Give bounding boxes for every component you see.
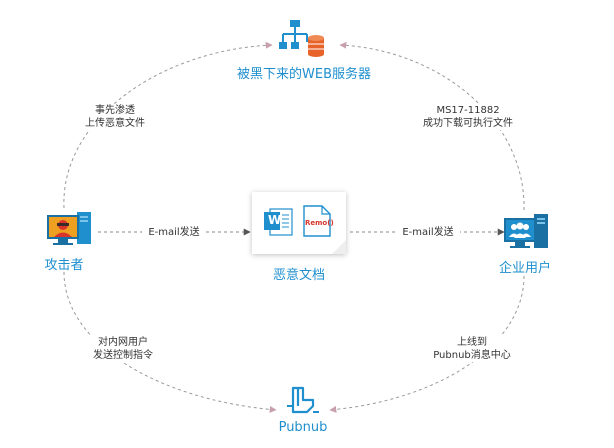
edge-label-doc-enterprise: E-mail发送 (396, 226, 460, 239)
arc-attacker-to-server (63, 41, 273, 209)
server-network-database-icon (279, 20, 324, 57)
edge-label-line: 成功下载可执行文件 (423, 118, 513, 129)
enterprise-node-label: 企业用户 (498, 261, 551, 276)
edge-label-line: 发送控制指令 (93, 350, 153, 361)
edge-label-line: MS17-11882 (436, 105, 500, 116)
edge-label-attacker-doc: E-mail发送 (142, 226, 206, 239)
arc-enterprise-to-server (339, 41, 525, 211)
pubnub-node-label: Pubnub (278, 420, 328, 435)
arc-attacker-to-pubnub (63, 271, 277, 413)
document-node-label: 恶意文档 (272, 268, 325, 283)
edge-label-line: Pubnub消息中心 (433, 350, 511, 361)
edge-label-line: 对内网用户 (98, 337, 148, 348)
edge-label-attacker-pubnub: 对内网用户 发送控制指令 (86, 336, 160, 362)
edge-label-line: 事先渗透 (95, 105, 135, 116)
edge-label-line: 上线到 (457, 337, 487, 348)
word-document-icon (264, 205, 346, 254)
attachment-text: Remo() (305, 219, 334, 227)
server-node-label: 被黑下来的WEB服务器 (237, 67, 371, 82)
pubnub-logo-icon (287, 386, 319, 414)
edge-label-enterprise-server: MS17-11882 成功下载可执行文件 (418, 104, 518, 130)
document-card: W Remo() (252, 192, 346, 254)
edge-label-attacker-server: 事先渗透 上传恶意文件 (78, 104, 152, 130)
arc-enterprise-to-pubnub (329, 275, 525, 413)
edge-label-enterprise-pubnub: 上线到 Pubnub消息中心 (428, 336, 516, 362)
edge-label-line: 上传恶意文件 (85, 118, 145, 129)
attacker-node-label: 攻击者 (44, 258, 84, 273)
user-group-computer-icon (504, 214, 548, 248)
hacker-computer-icon (47, 212, 91, 245)
word-letter: W (268, 213, 282, 227)
